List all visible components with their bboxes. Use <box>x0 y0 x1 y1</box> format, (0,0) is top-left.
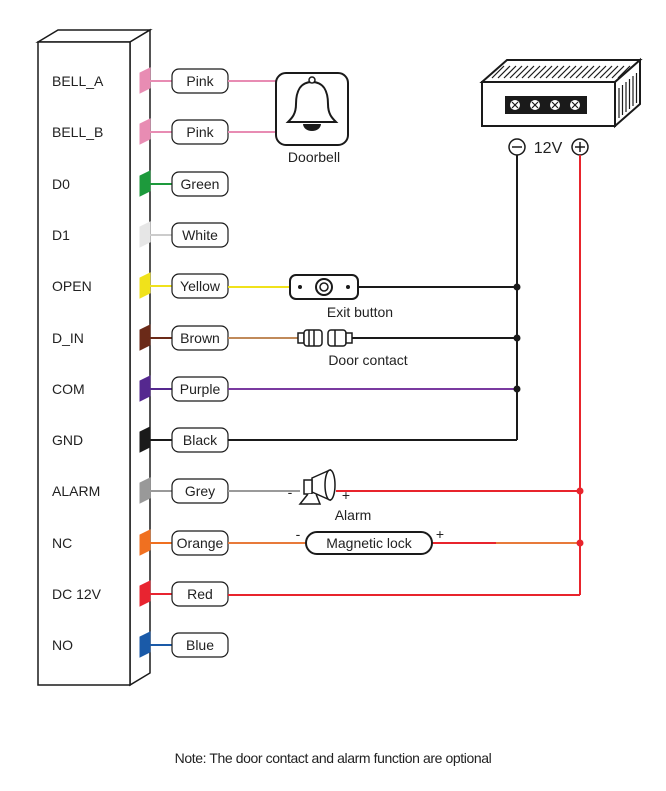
lock-minus-sign: - <box>296 526 301 542</box>
terminal-nc <box>139 529 151 556</box>
terminal-gnd <box>139 426 151 453</box>
magnetic-lock-wiring <box>228 539 584 547</box>
wire-label-no: Blue <box>171 632 229 658</box>
wire-label-gnd: Black <box>171 427 229 453</box>
terminal-d0 <box>139 170 151 197</box>
alarm-label: Alarm <box>335 507 372 523</box>
svg-text:Green: Green <box>181 176 220 192</box>
alarm-siren-icon <box>298 468 336 505</box>
svg-text:Blue: Blue <box>186 637 214 653</box>
exit-button-icon <box>289 274 359 300</box>
exit-button-label: Exit button <box>327 304 393 320</box>
wire-label-alarm: Grey <box>171 478 229 504</box>
terminal-no <box>139 631 151 658</box>
pin-label-bell-b: BELL_B <box>52 124 103 140</box>
wire-label-nc: Orange <box>171 530 229 556</box>
pin-label-d-in: D_IN <box>52 330 84 346</box>
doorbell-label: Doorbell <box>288 149 340 165</box>
wire-label-bell-a: Pink <box>171 68 229 94</box>
wire-label-d1: White <box>171 222 229 248</box>
svg-text:Yellow: Yellow <box>180 278 221 294</box>
lock-plus-sign: + <box>436 526 444 542</box>
pin-label-d1: D1 <box>52 227 70 243</box>
power-voltage-label: 12V <box>534 140 563 157</box>
footnote: Note: The door contact and alarm functio… <box>174 750 492 766</box>
alarm-plus-sign: + <box>342 487 350 503</box>
power-plus-icon <box>571 138 589 156</box>
svg-text:Purple: Purple <box>180 381 221 397</box>
wire-label-d0: Green <box>171 171 229 197</box>
svg-text:Pink: Pink <box>186 124 214 140</box>
pin-label-no: NO <box>52 637 73 653</box>
com-wiring <box>228 385 521 393</box>
pin-label-com: COM <box>52 381 85 397</box>
wire-label-bell-b: Pink <box>171 119 229 145</box>
svg-text:Orange: Orange <box>177 535 224 551</box>
pin-label-alarm: ALARM <box>52 483 100 499</box>
wire-label-d-in: Brown <box>171 325 229 351</box>
doorbell-wiring <box>228 80 282 133</box>
power-supply-icon <box>479 57 643 129</box>
terminal-open <box>139 272 151 299</box>
svg-text:White: White <box>182 227 218 243</box>
terminal-dc-12v <box>139 580 151 607</box>
svg-text:Black: Black <box>183 432 218 448</box>
terminal-bell-b <box>139 118 151 145</box>
pin-label-open: OPEN <box>52 278 92 294</box>
terminal-com <box>139 375 151 402</box>
controller-panel <box>35 28 153 687</box>
alarm-minus-sign: - <box>288 484 293 500</box>
alarm-wiring <box>228 487 584 495</box>
wire-color-labels: PinkPinkGreenWhiteYellowBrownPurpleBlack… <box>171 68 229 658</box>
terminal-alarm <box>139 477 151 504</box>
door-contact-wiring <box>228 334 521 342</box>
wire-label-dc-12v: Red <box>171 581 229 607</box>
svg-text:Pink: Pink <box>186 73 214 89</box>
door-contact-icon <box>297 329 353 347</box>
magnetic-lock-icon <box>305 531 433 555</box>
doorbell-icon <box>275 72 349 146</box>
pin-label-d0: D0 <box>52 176 70 192</box>
terminal-d1 <box>139 221 151 248</box>
exit-button-wiring <box>228 283 521 291</box>
power-minus-icon <box>508 138 526 156</box>
pin-label-nc: NC <box>52 535 72 551</box>
magnetic-lock-label: Magnetic lock <box>326 535 413 551</box>
wire-label-com: Purple <box>171 376 229 402</box>
svg-text:Brown: Brown <box>180 330 220 346</box>
pin-label-gnd: GND <box>52 432 83 448</box>
pin-terminals <box>139 67 172 658</box>
pin-label-dc-12v: DC 12V <box>52 586 102 602</box>
svg-text:Grey: Grey <box>185 483 215 499</box>
door-contact-label: Door contact <box>328 352 407 368</box>
terminal-bell-a <box>139 67 151 94</box>
terminal-d-in <box>139 324 151 351</box>
svg-text:Red: Red <box>187 586 213 602</box>
wire-label-open: Yellow <box>171 273 229 299</box>
pin-label-bell-a: BELL_A <box>52 73 104 89</box>
